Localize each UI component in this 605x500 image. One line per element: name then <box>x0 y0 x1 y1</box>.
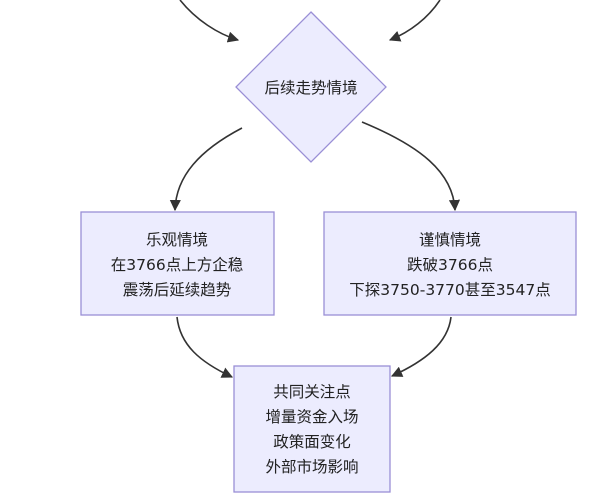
edge-optimistic-to-focus <box>176 316 234 378</box>
edge-incoming-left <box>179 0 240 43</box>
focus-node: 共同关注点 增量资金入场 政策面变化 外部市场影响 <box>233 365 391 493</box>
optimistic-line-2: 在3766点上方企稳 <box>111 256 243 274</box>
edge-incoming-right <box>388 0 441 42</box>
cautious-box <box>323 211 577 316</box>
decision-node: 后续走势情境 <box>235 11 387 163</box>
cautious-node: 谨慎情境 跌破3766点 下探3750-3770甚至3547点 <box>323 211 577 316</box>
optimistic-title: 乐观情境 <box>146 230 208 249</box>
edge-decision-to-optimistic <box>169 127 243 212</box>
focus-line-4: 外部市场影响 <box>265 458 358 476</box>
cautious-title: 谨慎情境 <box>419 230 481 249</box>
focus-box <box>233 365 391 493</box>
cautious-line-2: 跌破3766点 <box>407 256 493 274</box>
cautious-line-3: 下探3750-3770甚至3547点 <box>349 281 550 299</box>
focus-line-3: 政策面变化 <box>273 433 351 451</box>
optimistic-box <box>80 211 275 316</box>
decision-label: 后续走势情境 <box>264 78 357 97</box>
optimistic-line-3: 震荡后延续趋势 <box>123 281 232 299</box>
decision-diamond <box>235 11 387 163</box>
focus-title: 共同关注点 <box>273 383 351 401</box>
edge-decision-to-cautious <box>361 121 461 212</box>
edges <box>169 0 461 378</box>
edge-cautious-to-focus <box>390 316 452 377</box>
optimistic-node: 乐观情境 在3766点上方企稳 震荡后延续趋势 <box>80 211 275 316</box>
focus-line-2: 增量资金入场 <box>265 408 358 426</box>
